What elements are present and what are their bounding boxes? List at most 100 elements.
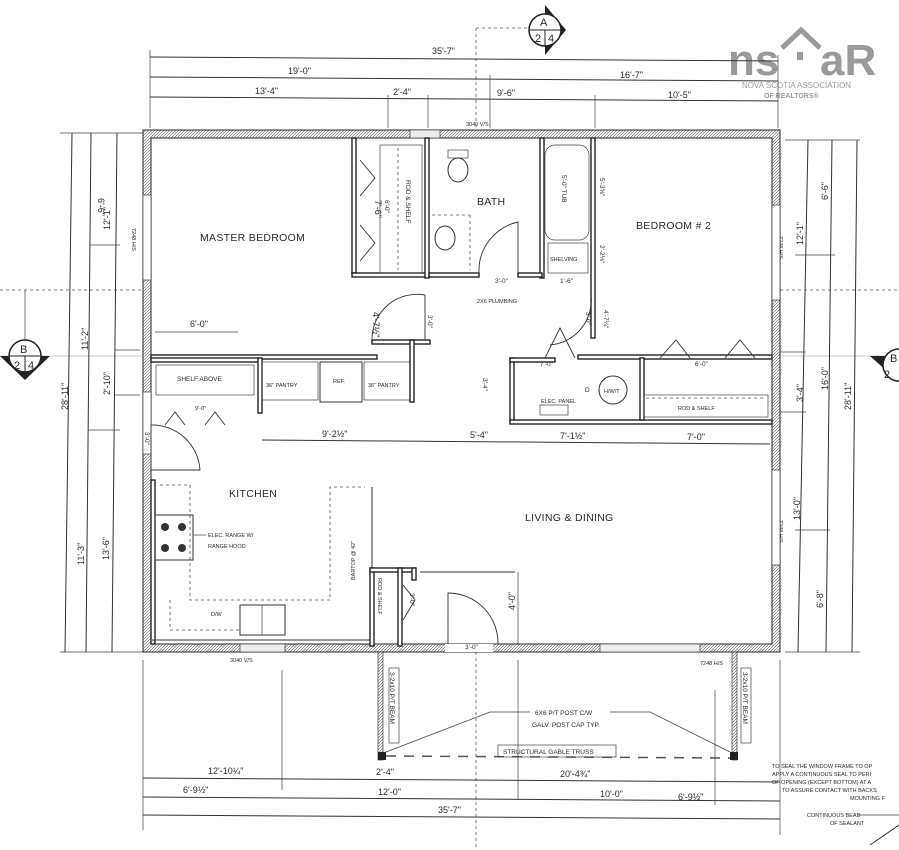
room-kitchen: KITCHEN bbox=[229, 488, 277, 500]
room-master-bedroom: MASTER BEDROOM bbox=[200, 232, 305, 244]
note-line-5: MOUNTING F bbox=[850, 796, 885, 802]
dim-left-d: 12'-1" bbox=[102, 207, 112, 230]
dim-left-overall: 28'-11" bbox=[60, 383, 70, 410]
bartop-label: BARTOP @ 42" bbox=[351, 541, 357, 580]
logo-text-right: aR bbox=[820, 36, 876, 85]
post-label-2: GALV. POST CAP TYP. bbox=[532, 722, 600, 729]
bedroom2-door[interactable] bbox=[549, 294, 592, 346]
dim-row-b: 5'-4" bbox=[470, 430, 488, 440]
dim-master-shelf: 6'-0" bbox=[190, 319, 208, 329]
dishwasher-label: D/W bbox=[211, 612, 223, 618]
truss-label: STRUCTURAL GABLE TRUSS bbox=[503, 749, 594, 756]
post-left bbox=[378, 752, 386, 760]
logo-line1: NOVA SCOTIA ASSOCIATION bbox=[742, 81, 851, 90]
dim-shelving-w: 1'-6" bbox=[560, 278, 574, 285]
dim-right-d: 12'-1" bbox=[795, 222, 805, 245]
dim-b2-lower: 4'-7¼" bbox=[602, 310, 609, 329]
dryer-label: D bbox=[585, 387, 590, 394]
beam-right-label: 3-2x10 P/T BEAM bbox=[741, 672, 748, 724]
window-left-label: 7248 H/S bbox=[130, 228, 136, 251]
sealant-label-2: OF SEALANT bbox=[830, 821, 865, 827]
front-door-opening bbox=[445, 644, 493, 652]
dim-top-a: 13'-4" bbox=[255, 86, 278, 96]
tub-label: 5'-0" TUB bbox=[560, 175, 567, 203]
electric-range bbox=[154, 514, 194, 561]
shelf-above bbox=[155, 364, 255, 396]
dim-hall-door: 3'-0" bbox=[426, 315, 433, 329]
dim-utility-w: 7'-0" bbox=[540, 361, 554, 368]
dim-right-b: 16'-0" bbox=[820, 367, 830, 390]
window-bedroom2 bbox=[771, 204, 781, 301]
room-living-dining: LIVING & DINING bbox=[525, 512, 614, 524]
logo-line2: OF REALTORS® bbox=[764, 92, 820, 100]
dim-b2-mid: 2'-2⅛" bbox=[598, 245, 605, 264]
dim-pantry-door: 3'-0" bbox=[143, 432, 150, 446]
dim-top-c: 9'-6" bbox=[497, 88, 515, 98]
interior-walls bbox=[150, 137, 773, 647]
section-a-right: 4 bbox=[548, 33, 554, 45]
dim-bottom-d: 6'-9½" bbox=[678, 792, 703, 802]
dim-utility-h: 3'-4" bbox=[481, 378, 488, 392]
sealant-label-1: CONTINUOUS BEAD bbox=[807, 813, 861, 819]
b2-rod-shelf-label: ROD & SHELF bbox=[678, 406, 715, 412]
exterior-walls bbox=[142, 129, 781, 653]
note-line-2: APPLY A CONTINUOUS SEAL TO PERI bbox=[772, 772, 872, 778]
refrigerator bbox=[319, 361, 363, 403]
window-top bbox=[409, 129, 441, 139]
plumbing-label: 2X6 PLUMBING bbox=[477, 299, 517, 305]
pantry-2-label: 36" PANTRY bbox=[368, 383, 400, 389]
beam-left-label: 3-2x10 P/T BEAM bbox=[388, 672, 395, 724]
dim-right-c: 6'-8" bbox=[815, 590, 825, 608]
dim-right-a: 6'-6" bbox=[820, 182, 830, 200]
dim-b2-door: 3'-0" bbox=[584, 312, 591, 326]
room-bath: BATH bbox=[477, 196, 505, 208]
section-b-right: 4 bbox=[28, 360, 34, 372]
pantry-door[interactable] bbox=[150, 424, 201, 471]
room-labels: MASTER BEDROOM BATH BEDROOM # 2 KITCHEN … bbox=[200, 196, 711, 524]
section-b-letter: B bbox=[20, 344, 27, 356]
section-b-left: 2 bbox=[14, 360, 20, 372]
dim-top-overall: 35'-7" bbox=[432, 46, 455, 56]
bath-door[interactable] bbox=[478, 221, 519, 274]
window-living bbox=[771, 469, 781, 566]
hot-water-tank bbox=[598, 375, 628, 405]
dim-bottom-overall: 35'-7" bbox=[438, 805, 461, 815]
master-door[interactable] bbox=[371, 293, 426, 341]
sealant-note: TO SEAL THE WINDOW FRAME TO OP APPLY A C… bbox=[772, 764, 899, 846]
realtors-logo: ns aR NOVA SCOTIA ASSOCIATION OF REALTOR… bbox=[728, 26, 876, 100]
dim-entry-h: 4'-0" bbox=[507, 592, 517, 610]
hwt-label: H/W/T bbox=[604, 389, 620, 395]
front-door[interactable] bbox=[447, 592, 499, 645]
window-kitchen bbox=[239, 643, 286, 653]
dim-right-overall: 28'-11" bbox=[843, 383, 853, 410]
left-dimensions: 28'-11" 6'-6" 11'-2" 11'-3" 12'-1" 2'-10… bbox=[60, 132, 143, 653]
dim-right-f: 13'-0" bbox=[792, 497, 802, 520]
dim-bottom-b: 12'-0" bbox=[378, 787, 401, 797]
dim-bottom-porch-left: 12'-10¼" bbox=[208, 766, 243, 776]
dim-row-d: 7'-0" bbox=[687, 432, 705, 442]
kitchen-sink bbox=[239, 604, 286, 636]
section-b-right-letter: B bbox=[890, 353, 897, 365]
top-dimensions: 35'-7" 19'-0" 16'-7" 13'-4" 2'-4" 9'-6" … bbox=[149, 46, 779, 128]
pantry-1 bbox=[261, 361, 319, 401]
section-a-left: 2 bbox=[535, 33, 541, 45]
window-living-bottom bbox=[599, 643, 701, 653]
interior-labels: ROD & SHELF 7'-6" 6'-0" 4'-7½" 6'-0" 5'-… bbox=[143, 175, 715, 651]
dim-master-closet-h: 7'-6" bbox=[373, 200, 383, 218]
window-bottom-left-label: 3040 V/S bbox=[230, 658, 253, 664]
post-label-1: 6X6 P/T POST C/W bbox=[535, 710, 593, 717]
dim-bottom-c: 10'-0" bbox=[600, 789, 623, 799]
dim-row-c: 7'-1½" bbox=[560, 431, 585, 441]
bottom-dimensions: 12'-10¼" 2'-4" 20'-4¾" 6'-9½" 12'-0" 10'… bbox=[142, 660, 781, 835]
bathtub bbox=[544, 144, 590, 241]
dim-entry-door: 3'-0" bbox=[465, 644, 479, 651]
dim-left-a: 6'-6" bbox=[96, 198, 106, 216]
dim-left-f: 13'-6" bbox=[101, 537, 111, 560]
section-b-right-sheet: 2 bbox=[884, 369, 890, 381]
shelf-above-label: SHELF ABOVE bbox=[177, 376, 222, 383]
dim-bottom-porch-right: 20'-4¾" bbox=[560, 769, 590, 779]
range-label-1: ELEC. RANGE W/ bbox=[208, 533, 254, 539]
dim-right-e: 3'-4" bbox=[795, 384, 805, 402]
sink bbox=[434, 225, 456, 251]
